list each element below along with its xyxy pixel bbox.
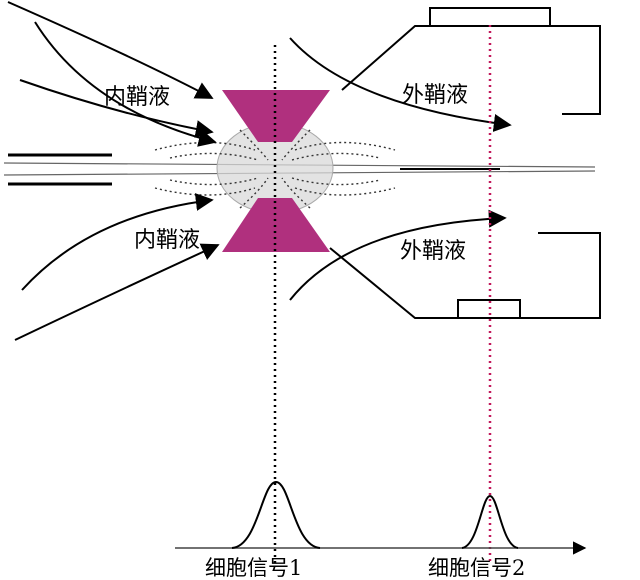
label-signal-1: 细胞信号1 [205, 556, 302, 580]
signal-peak-1 [231, 480, 321, 549]
label-inner-sheath-top: 内鞘液 [104, 85, 170, 110]
flow-arrow-bottom-inner [21, 193, 214, 291]
signal-peak-2 [461, 494, 519, 549]
upper-electrode-pad [429, 7, 551, 27]
upper-chamber-wall [341, 25, 601, 115]
outer-chamber [329, 7, 601, 319]
flow-arrow-outer-bottom [289, 209, 507, 301]
flow-arrow-top-inner [34, 21, 217, 147]
flow-arrow-outer-top [289, 37, 512, 132]
label-outer-sheath-top: 外鞘液 [402, 83, 468, 108]
lower-chamber-wall [329, 232, 601, 319]
flow-arrow-top-left [19, 79, 214, 138]
flow-arrows [7, 1, 512, 341]
top-electrode [222, 90, 330, 142]
label-inner-sheath-bottom: 内鞘液 [134, 228, 200, 253]
flow-arrow-bottom-outer [14, 243, 220, 341]
label-signal-2: 细胞信号2 [428, 556, 525, 580]
flow-arrow-top-outer [7, 1, 214, 99]
label-outer-sheath-bottom: 外鞘液 [400, 239, 466, 264]
electric-field-lines [154, 129, 396, 209]
